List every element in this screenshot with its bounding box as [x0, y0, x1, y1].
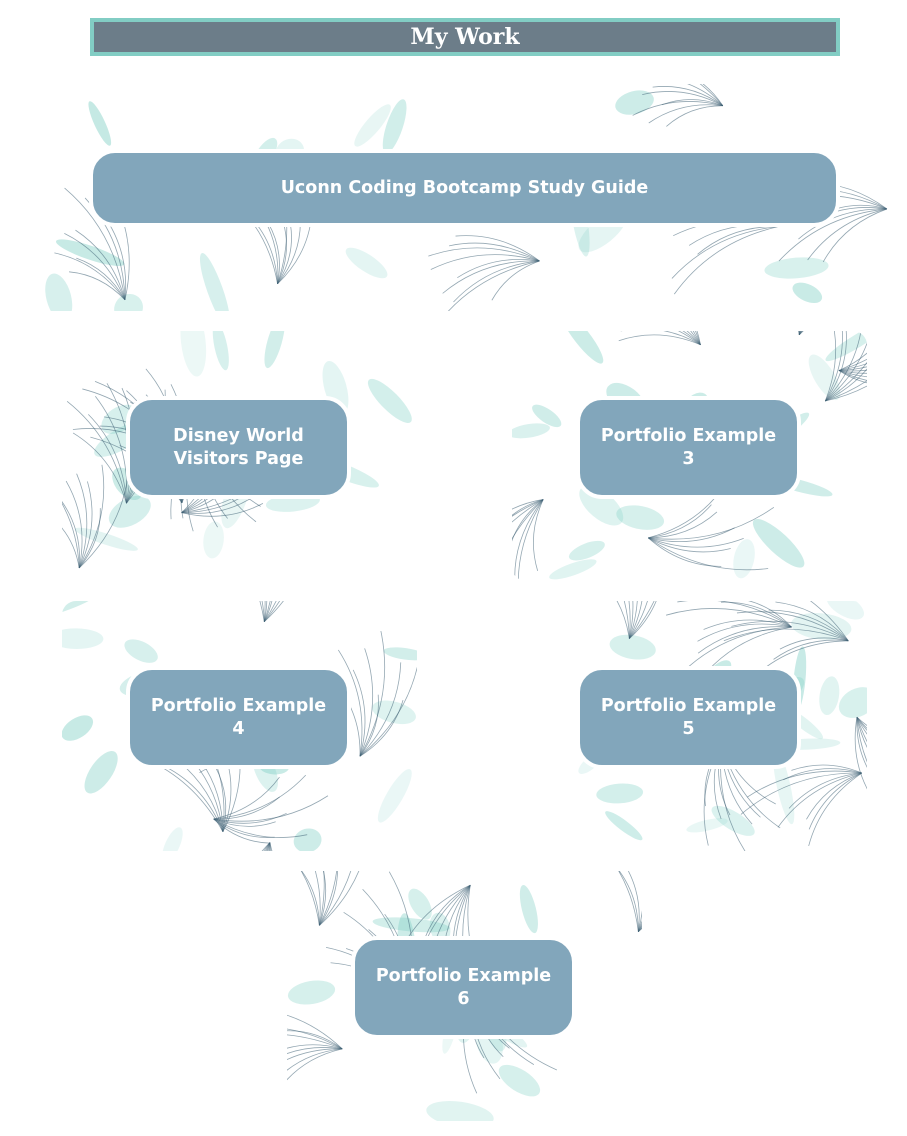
portfolio-6-link-label: Portfolio Example 6 [375, 965, 552, 1009]
disney-page-link[interactable]: Disney World Visitors Page [126, 396, 351, 499]
page-title: My Work [410, 24, 520, 50]
project-card-portfolio-6: Portfolio Example 6 [287, 871, 642, 1121]
project-card-portfolio-3: Portfolio Example 3 [512, 331, 867, 581]
page-header: My Work [90, 18, 840, 56]
portfolio-4-link[interactable]: Portfolio Example 4 [126, 666, 351, 769]
disney-page-link-label: Disney World Visitors Page [173, 425, 304, 469]
study-guide-link[interactable]: Uconn Coding Bootcamp Study Guide [89, 149, 840, 227]
study-guide-link-label: Uconn Coding Bootcamp Study Guide [280, 177, 649, 198]
portfolio-3-link[interactable]: Portfolio Example 3 [576, 396, 801, 499]
portfolio-3-link-label: Portfolio Example 3 [600, 425, 777, 469]
project-card-portfolio-4: Portfolio Example 4 [62, 601, 417, 851]
project-card-portfolio-5: Portfolio Example 5 [512, 601, 867, 851]
portfolio-6-link[interactable]: Portfolio Example 6 [351, 936, 576, 1039]
portfolio-5-link-label: Portfolio Example 5 [600, 695, 777, 739]
portfolio-5-link[interactable]: Portfolio Example 5 [576, 666, 801, 769]
project-card-study-guide: Uconn Coding Bootcamp Study Guide [24, 84, 905, 311]
portfolio-4-link-label: Portfolio Example 4 [150, 695, 327, 739]
project-card-disney: Disney World Visitors Page [62, 331, 417, 581]
